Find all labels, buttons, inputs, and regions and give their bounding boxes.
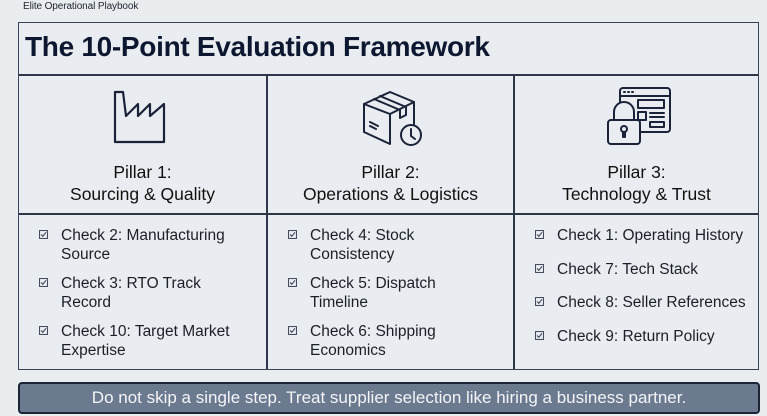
pillar-name: Sourcing & Quality [70, 184, 215, 204]
pillar-column-1: Pillar 1: Sourcing & Quality Check 2: Ma… [19, 76, 266, 369]
checklist: Check 1: Operating History Check 7: Tech… [515, 215, 758, 360]
checklist: Check 2: Manufacturing Source Check 3: R… [19, 215, 266, 370]
checkbox-checked-icon [288, 278, 297, 287]
checklist: Check 4: Stock Consistency Check 5: Disp… [268, 215, 513, 370]
checkbox-checked-icon [535, 297, 544, 306]
callout-banner: Do not skip a single step. Treat supplie… [18, 382, 760, 414]
checkbox-checked-icon [535, 330, 544, 340]
checkbox-checked-icon [535, 230, 544, 239]
checkbox-checked-icon [39, 230, 48, 239]
checkbox-checked-icon [39, 278, 48, 287]
pillar-number: Pillar 3: [607, 162, 666, 182]
check-item: Check 9: Return Policy [515, 327, 758, 346]
check-item: Check 8: Seller References [515, 293, 758, 312]
pillar-column-3: Pillar 3: Technology & Trust Check 1: Op… [513, 76, 758, 369]
eyebrow-label: Elite Operational Playbook [23, 1, 139, 12]
pillar-header: Pillar 2: Operations & Logistics [268, 76, 513, 215]
pillar-column-2: Pillar 2: Operations & Logistics Check 4… [266, 76, 513, 369]
pillar-title: Pillar 3: Technology & Trust [515, 161, 758, 205]
checkbox-checked-icon [39, 326, 48, 335]
checkbox-checked-icon [288, 230, 297, 239]
pillar-number: Pillar 1: [113, 162, 172, 182]
lock-browser-icon [602, 84, 672, 148]
check-item: Check 7: Tech Stack [515, 260, 758, 279]
pillar-title: Pillar 2: Operations & Logistics [268, 161, 513, 205]
package-clock-icon [356, 84, 426, 148]
check-item: Check 1: Operating History [515, 226, 758, 245]
check-item: Check 5: Dispatch Timeline [268, 274, 513, 312]
pillar-header: Pillar 3: Technology & Trust [515, 76, 758, 215]
pillar-number: Pillar 2: [361, 162, 420, 182]
check-item: Check 2: Manufacturing Source [19, 226, 266, 264]
pillar-title: Pillar 1: Sourcing & Quality [19, 161, 266, 205]
check-item: Check 4: Stock Consistency [268, 226, 513, 264]
check-item: Check 10: Target Market Expertise [19, 322, 266, 360]
check-item: Check 6: Shipping Economics [268, 322, 513, 360]
framework-table: The 10-Point Evaluation Framework Pillar… [18, 22, 759, 370]
factory-icon [108, 84, 178, 148]
checkbox-checked-icon [288, 326, 297, 335]
pillar-name: Technology & Trust [562, 184, 711, 204]
pillar-name: Operations & Logistics [302, 184, 479, 204]
checkbox-checked-icon [535, 263, 544, 273]
page-title: The 10-Point Evaluation Framework [25, 31, 490, 62]
pillar-header: Pillar 1: Sourcing & Quality [19, 76, 266, 215]
title-row: The 10-Point Evaluation Framework [19, 23, 758, 76]
check-item: Check 3: RTO Track Record [19, 274, 266, 312]
